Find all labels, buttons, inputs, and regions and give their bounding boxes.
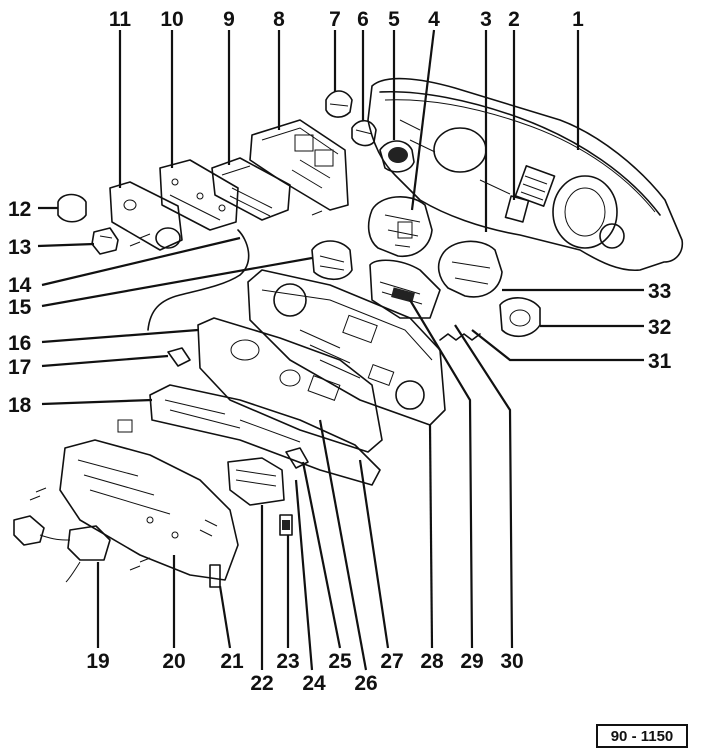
screws — [29, 210, 323, 571]
bracket-21 — [209, 564, 221, 588]
panel-20 — [59, 439, 239, 581]
bulb-23 — [279, 514, 293, 536]
circuit-18 — [117, 384, 381, 486]
callout-17: 17 — [8, 356, 31, 379]
gauge-32 — [499, 297, 541, 338]
callout-20: 20 — [162, 650, 185, 673]
panel-8 — [249, 119, 349, 211]
gauge-cluster-29 — [369, 259, 441, 319]
callout-27: 27 — [380, 650, 403, 673]
callout-24: 24 — [302, 672, 326, 695]
callout-3: 3 — [480, 8, 492, 31]
panel-10 — [159, 159, 239, 231]
wire-14 — [147, 229, 250, 331]
callout-30: 30 — [500, 650, 523, 673]
callout-11: 11 — [109, 8, 132, 31]
clip-17 — [167, 347, 191, 367]
dashboard-housing — [367, 77, 684, 272]
spring-31 — [439, 333, 481, 341]
callout-26: 26 — [354, 672, 377, 695]
figure-reference-code: 90 - 1150 — [596, 724, 688, 748]
gauge-5 — [379, 140, 415, 173]
callout-8: 8 — [273, 8, 285, 31]
callout-14: 14 — [8, 274, 32, 297]
callout-10: 10 — [160, 8, 183, 31]
callout-18: 18 — [8, 394, 32, 417]
bulb-12 — [57, 193, 87, 223]
callout-12: 12 — [8, 198, 31, 221]
callout-19: 19 — [86, 650, 109, 673]
component-7 — [325, 90, 353, 118]
connector-25 — [285, 447, 309, 469]
callout-32: 32 — [648, 316, 671, 339]
callout-33: 33 — [648, 280, 671, 303]
socket-13 — [91, 227, 119, 255]
gauge-33 — [437, 240, 503, 298]
callout-labels: 11 10 9 8 7 6 5 4 3 2 1 12 13 14 15 16 1… — [8, 8, 672, 695]
callout-6: 6 — [357, 8, 369, 31]
callout-5: 5 — [388, 8, 400, 31]
plate-22 — [227, 457, 285, 506]
callout-1: 1 — [572, 8, 584, 31]
callout-31: 31 — [648, 350, 672, 373]
cluster-board-28 — [247, 269, 446, 426]
component-6 — [351, 119, 377, 147]
callout-29: 29 — [460, 650, 483, 673]
callout-28: 28 — [420, 650, 444, 673]
callout-2: 2 — [508, 8, 520, 31]
callout-16: 16 — [8, 332, 31, 355]
callout-25: 25 — [328, 650, 352, 673]
callout-21: 21 — [220, 650, 244, 673]
callout-7: 7 — [329, 8, 341, 31]
frame-16 — [197, 317, 383, 453]
callout-15: 15 — [8, 296, 32, 319]
callout-13: 13 — [8, 236, 31, 259]
leader-lines — [37, 29, 644, 671]
callout-22: 22 — [250, 672, 273, 695]
connector-15 — [311, 240, 353, 281]
callout-23: 23 — [276, 650, 299, 673]
gauge-housing-4 — [367, 195, 433, 257]
bracket-11 — [109, 181, 183, 251]
callout-4: 4 — [428, 8, 440, 31]
connector-19 — [13, 515, 111, 583]
callout-9: 9 — [223, 8, 235, 31]
